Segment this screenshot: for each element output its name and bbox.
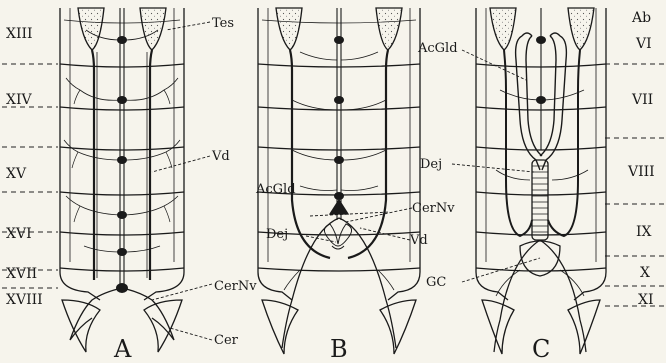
label-cernv-b: CerNv xyxy=(412,201,455,216)
panel-letter-b: B xyxy=(330,335,348,363)
segment-label: VIII xyxy=(627,164,655,180)
segment-label: Ab xyxy=(631,10,651,26)
panel-c-drawing xyxy=(476,8,606,354)
panel-b-ganglia xyxy=(334,36,344,200)
segment-label: X xyxy=(640,265,650,281)
panel-letter-c: C xyxy=(532,335,550,363)
segment-numerals-left: XIII XIV XV XVI XVII XVIII xyxy=(6,26,43,308)
panel-letters: A B C xyxy=(113,335,550,363)
segment-label: VII xyxy=(631,92,653,108)
panel-a-ganglia xyxy=(116,36,128,293)
segment-label: XVIII xyxy=(6,292,43,308)
segment-label: VI xyxy=(635,36,652,52)
label-gc-c: GC xyxy=(426,275,446,290)
segment-numerals-right: Ab VI VII VIII IX X XI xyxy=(627,10,655,308)
segment-label: XV xyxy=(6,166,27,182)
label-vd-a: Vd xyxy=(211,149,230,164)
label-cernv-a: CerNv xyxy=(214,279,257,294)
leader-lines xyxy=(152,22,540,340)
label-tes: Tes xyxy=(212,16,234,31)
label-acgld-b: AcGld xyxy=(255,182,296,197)
panel-letter-a: A xyxy=(113,335,132,363)
segment-label: XI xyxy=(638,292,654,308)
panel-b-drawing xyxy=(258,8,420,354)
label-dej-b: Dej xyxy=(266,227,288,242)
label-acgld-c: AcGld xyxy=(417,41,458,56)
segment-label: XVI xyxy=(6,226,32,242)
label-dej-c: Dej xyxy=(420,157,442,172)
label-vd-b: Vd xyxy=(409,233,428,248)
segment-label: XIII xyxy=(6,26,33,42)
segment-label: IX xyxy=(636,224,652,240)
panel-a-drawing xyxy=(60,8,184,352)
segment-label: XIV xyxy=(6,92,32,108)
label-cer-a: Cer xyxy=(214,333,239,348)
segment-label: XVII xyxy=(6,266,37,282)
